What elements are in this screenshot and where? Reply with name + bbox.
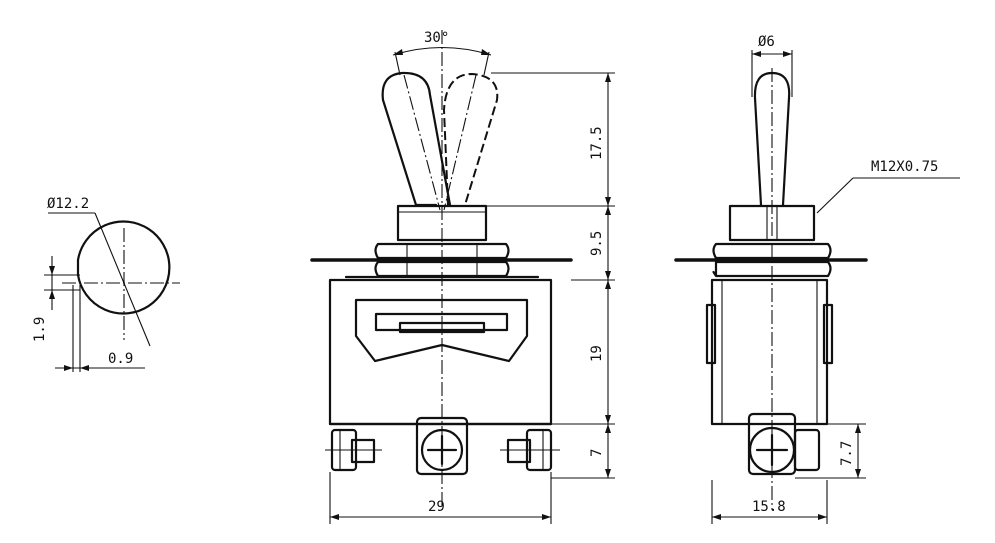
pin-flat-depth-arrow-right <box>80 365 89 371</box>
side-terminal-arrow-top <box>855 424 861 433</box>
pin-flat-depth-arrow-left <box>64 365 73 371</box>
side-housing <box>710 278 829 426</box>
front-dim-arrow-8 <box>605 469 611 478</box>
pin-diameter-line <box>94 212 151 347</box>
switch-housing <box>328 278 553 426</box>
side-width-label: 15.8 <box>752 499 786 515</box>
pin-flat-depth-label: 0.9 <box>108 351 133 367</box>
side-terminal-height-label: 7.7 <box>839 441 855 466</box>
pin-flat-height-label: 1.9 <box>32 317 48 342</box>
front-dim-arrow-4 <box>605 271 611 280</box>
bushing-height-label: 9.5 <box>589 231 605 256</box>
housing-window <box>354 298 529 363</box>
lever-solid <box>381 71 452 207</box>
front-width-arrow-right <box>542 514 551 520</box>
lever-angle-ext-right <box>483 51 490 76</box>
terminal-left <box>325 428 382 472</box>
body-height-label: 19 <box>589 345 605 362</box>
front-dim-arrow-7 <box>605 424 611 433</box>
side-width-arrow-left <box>712 514 721 520</box>
lever-height-label: 17.5 <box>589 126 605 160</box>
pin-outline <box>76 220 171 315</box>
side-housing-clip-left <box>705 303 717 365</box>
side-terminal <box>747 412 821 476</box>
pin-diameter-label: Ø12.2 <box>47 196 89 212</box>
front-dim-arrow-6 <box>605 415 611 424</box>
side-lever-dia-label: Ø6 <box>758 34 775 50</box>
front-width-label: 29 <box>428 499 445 515</box>
thread-leader-angled <box>816 177 854 214</box>
terminal-right <box>500 428 560 472</box>
side-upper-bushing <box>728 204 816 242</box>
front-width-arrow-left <box>330 514 339 520</box>
front-view: 30° <box>310 30 615 524</box>
housing-window-inner <box>374 312 509 332</box>
side-lever-dia-arrow-right <box>783 51 792 57</box>
upper-bushing <box>396 204 488 242</box>
lever-angle-ext-left <box>394 51 401 76</box>
side-terminal-arrow-bottom <box>855 469 861 478</box>
terminal-height-label: 7 <box>589 449 605 457</box>
side-housing-clip-right <box>822 303 834 365</box>
front-dim-arrow-1 <box>605 73 611 82</box>
lever-angle-arrow-left <box>393 49 403 55</box>
lever-centerline-right <box>443 74 477 211</box>
terminal-center <box>415 416 469 476</box>
side-hex-nut <box>712 242 832 260</box>
lever-angle-label: 30° <box>424 30 449 46</box>
lever-centerline-left <box>403 74 441 211</box>
lever-angle-arrow-right <box>481 49 491 55</box>
front-dim-arrow-2 <box>605 197 611 206</box>
pin-cross-section-view: Ø12.2 1.9 0.9 <box>32 196 180 372</box>
thread-label: M12X0.75 <box>871 159 938 175</box>
lever-alternate-position <box>442 72 499 206</box>
side-lever-dia-arrow-left <box>752 51 761 57</box>
front-dim-arrow-3 <box>605 206 611 215</box>
pin-flat-height-arrow-bottom <box>49 290 55 299</box>
front-dim-arrow-5 <box>605 280 611 289</box>
hex-nut <box>374 242 510 260</box>
actuator-block <box>398 321 486 334</box>
side-view: Ø6 M12X0.75 <box>674 34 960 524</box>
pin-flat-height-arrow-top <box>49 266 55 275</box>
side-lower-nut <box>712 260 832 278</box>
side-width-arrow-right <box>818 514 827 520</box>
